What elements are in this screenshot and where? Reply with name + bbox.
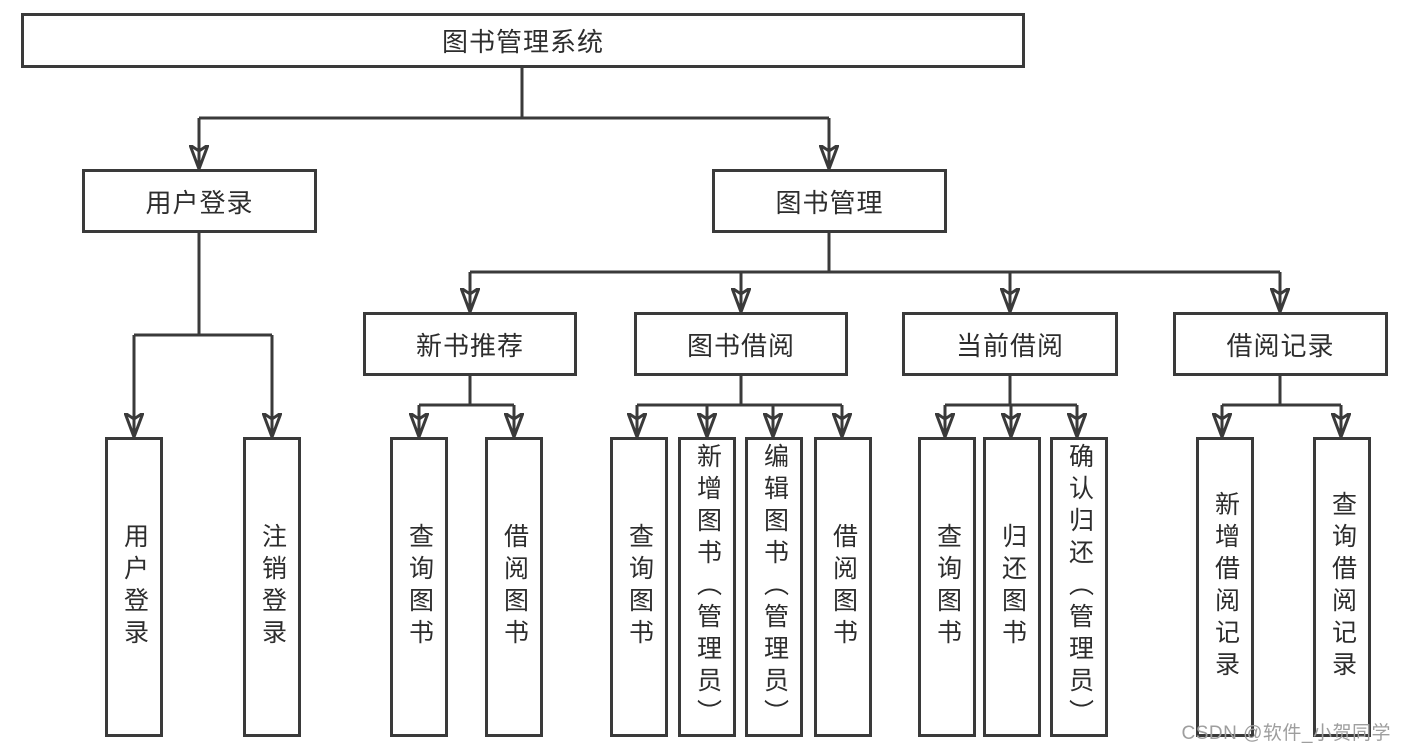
leaf-borrow-books: 借阅图书 <box>814 437 872 737</box>
leaf-return-books: 归还图书 <box>983 437 1041 737</box>
node-book-borrowing: 图书借阅 <box>634 312 848 376</box>
leaf-label: 注销登录 <box>258 523 287 651</box>
node-new-book-recommendation: 新书推荐 <box>363 312 577 376</box>
leaf-label: 查询图书 <box>933 523 962 651</box>
node-user-login: 用户登录 <box>82 169 317 233</box>
leaf-label: 查询借阅记录 <box>1328 491 1357 683</box>
node-book-management: 图书管理 <box>712 169 947 233</box>
leaf-query-books-current: 查询图书 <box>918 437 976 737</box>
leaf-label: 借阅图书 <box>500 523 529 651</box>
leaf-confirm-return-admin: 确认归还（管理员） <box>1050 437 1108 737</box>
node-current-borrowing: 当前借阅 <box>902 312 1118 376</box>
leaf-borrow-books-recommend: 借阅图书 <box>485 437 543 737</box>
node-library-management-system: 图书管理系统 <box>21 13 1025 68</box>
leaf-query-borrow-record: 查询借阅记录 <box>1313 437 1371 737</box>
leaf-label: 确认归还（管理员） <box>1065 443 1094 731</box>
leaf-label: 查询图书 <box>405 523 434 651</box>
leaf-label: 借阅图书 <box>829 523 858 651</box>
leaf-label: 归还图书 <box>998 523 1027 651</box>
leaf-user-login: 用户登录 <box>105 437 163 737</box>
leaf-label: 编辑图书（管理员） <box>760 443 789 731</box>
leaf-add-borrow-record: 新增借阅记录 <box>1196 437 1254 737</box>
node-borrowing-records: 借阅记录 <box>1173 312 1388 376</box>
leaf-label: 查询图书 <box>625 523 654 651</box>
leaf-add-book-admin: 新增图书（管理员） <box>678 437 736 737</box>
leaf-label: 新增借阅记录 <box>1211 491 1240 683</box>
leaf-query-books-recommend: 查询图书 <box>390 437 448 737</box>
leaf-label: 新增图书（管理员） <box>693 443 722 731</box>
watermark: CSDN @软件_小贺同学 <box>1181 723 1391 744</box>
leaf-label: 用户登录 <box>120 523 149 651</box>
leaf-edit-book-admin: 编辑图书（管理员） <box>745 437 803 737</box>
leaf-query-books-borrowing: 查询图书 <box>610 437 668 737</box>
leaf-logout: 注销登录 <box>243 437 301 737</box>
